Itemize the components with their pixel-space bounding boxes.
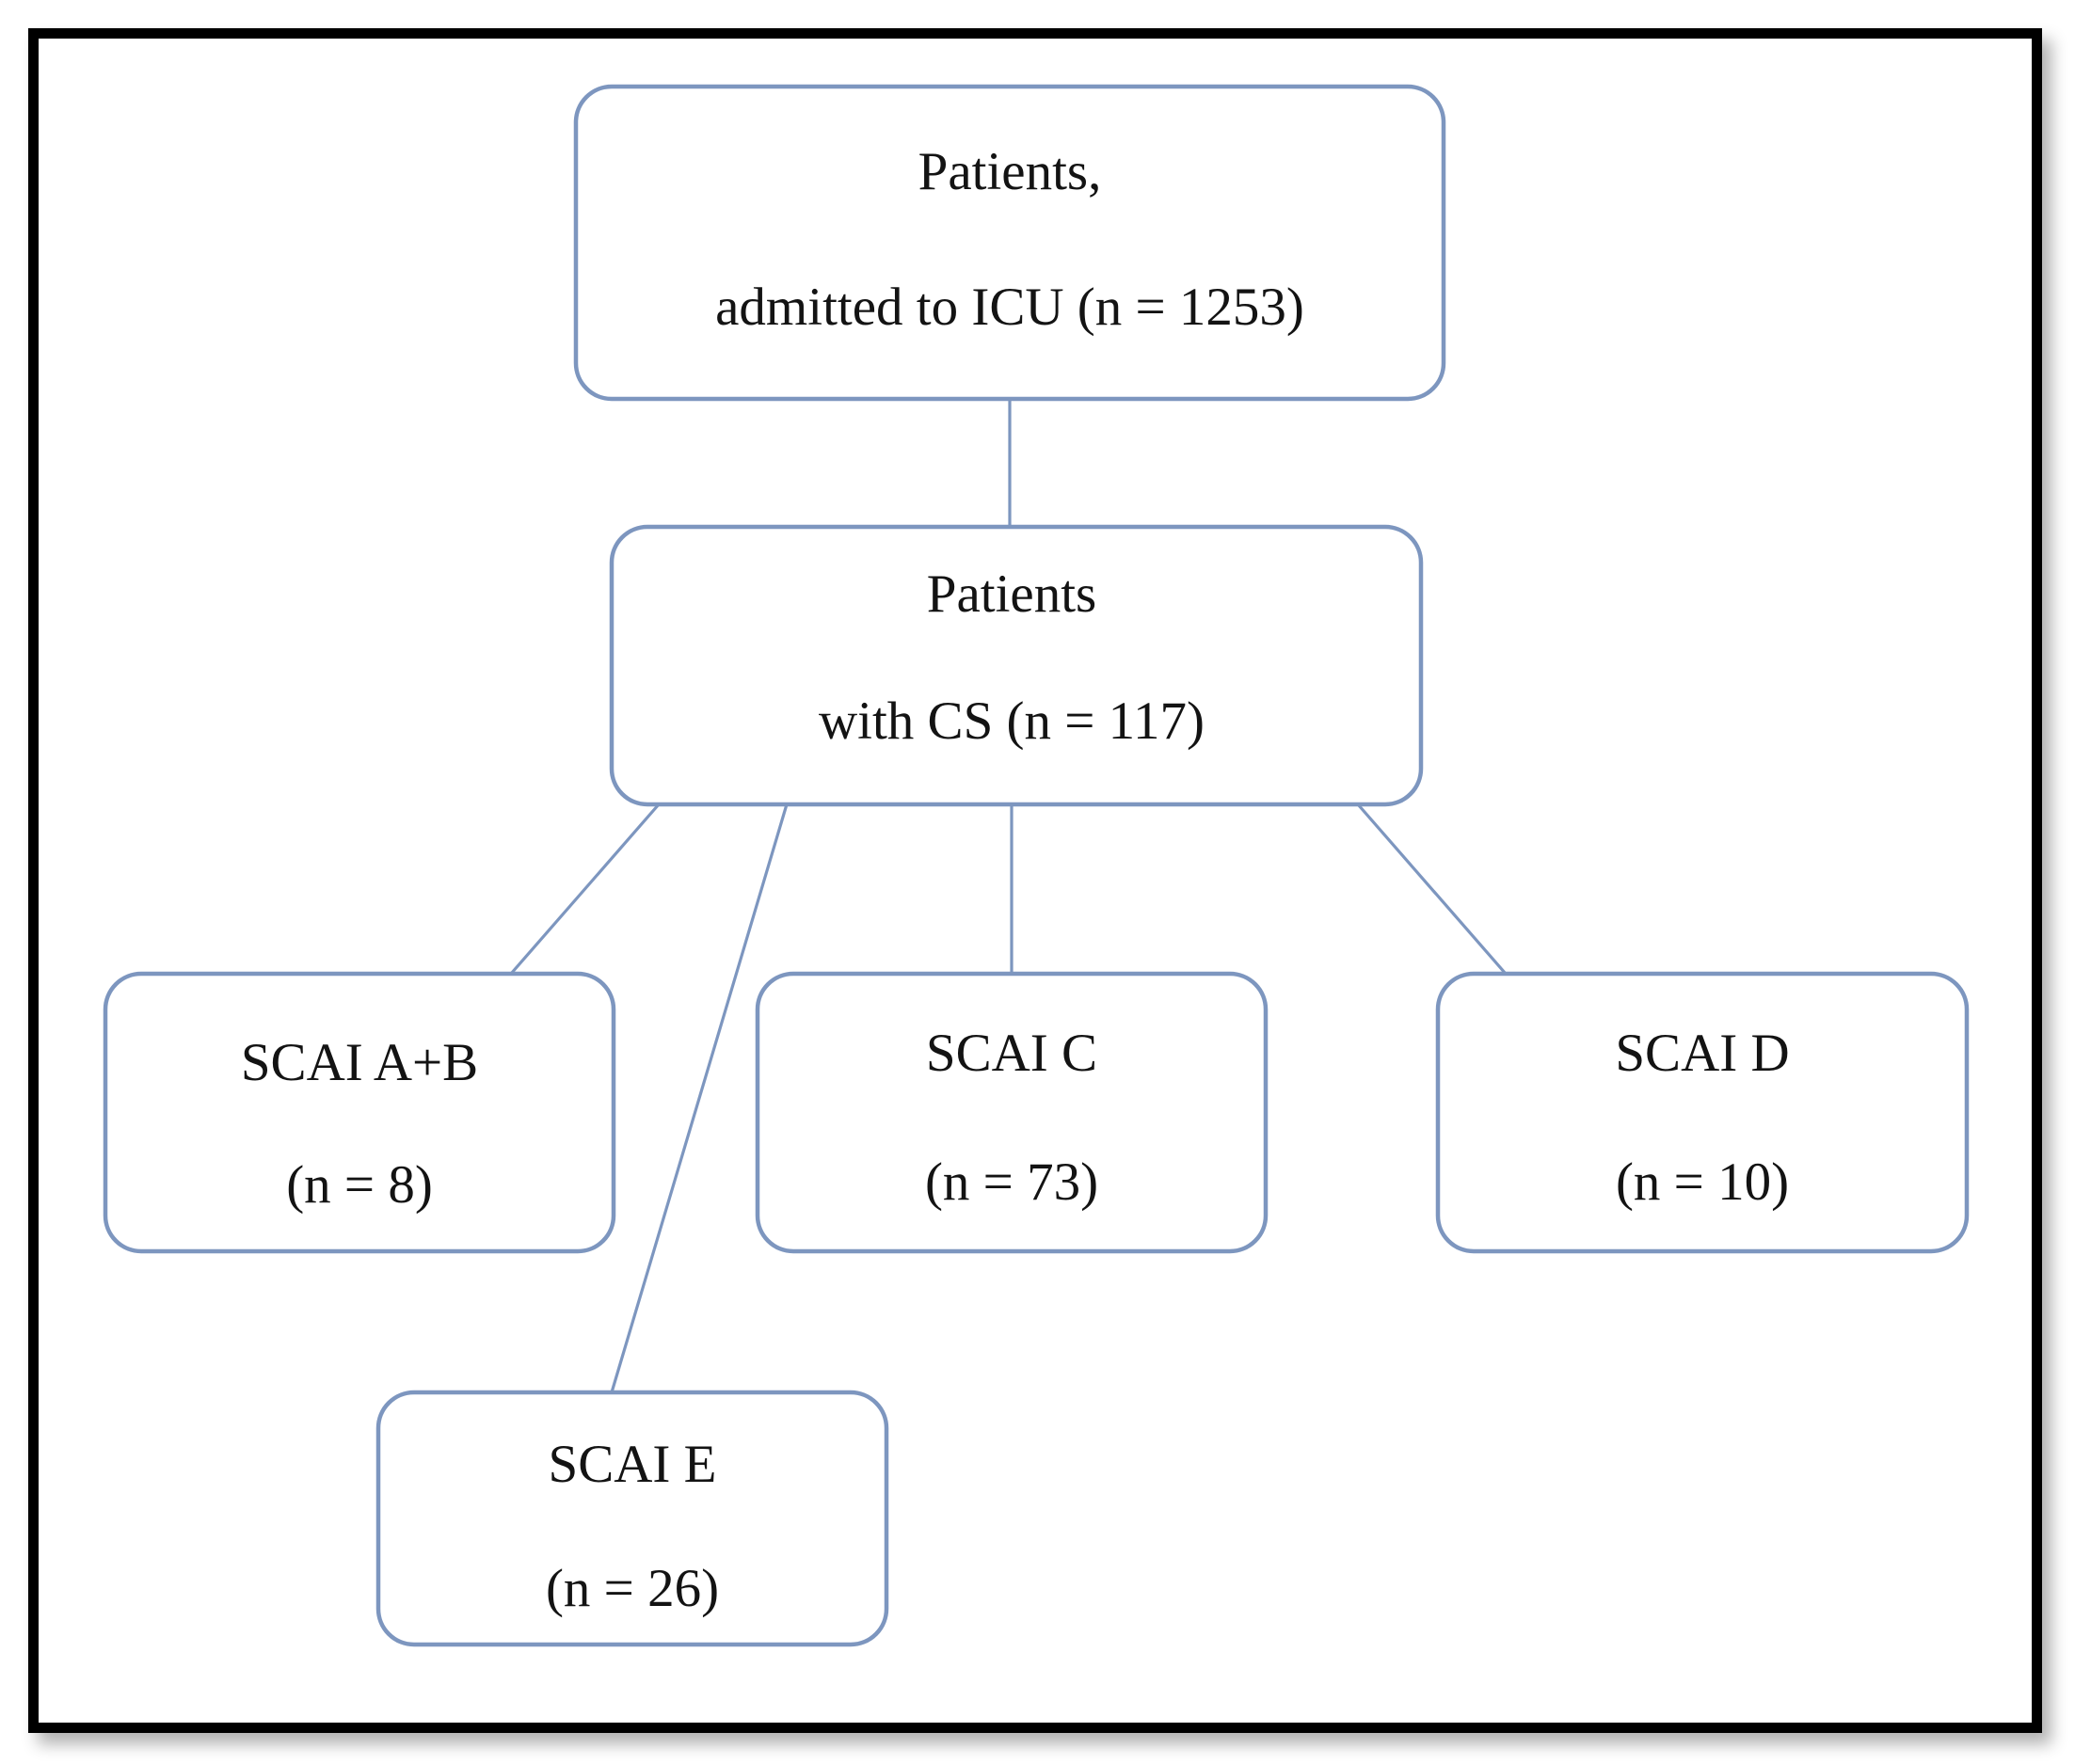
scai-d-box[interactable] — [1435, 971, 1970, 1254]
scai-d-node[interactable]: SCAI D (n = 10) — [1435, 971, 1970, 1254]
icu-admissions-label-line1: Patients, — [918, 142, 1102, 201]
cs-patients-label-line1: Patients — [927, 564, 1097, 624]
scai-c-node[interactable]: SCAI C (n = 73) — [755, 971, 1269, 1254]
cs-patients-box[interactable] — [609, 524, 1424, 807]
cs-patients-node[interactable]: Patients with CS (n = 117) — [609, 524, 1424, 807]
scai-c-label-line2: (n = 73) — [925, 1152, 1098, 1212]
icu-admissions-label-line2: admitted to ICU (n = 1253) — [715, 278, 1304, 337]
scai-c-box[interactable] — [755, 971, 1269, 1254]
icu-admissions-box[interactable] — [573, 84, 1446, 402]
connector-cs-to-scai-e — [610, 803, 789, 1393]
scai-ab-box[interactable] — [103, 971, 616, 1254]
scai-d-label-line2: (n = 10) — [1616, 1152, 1789, 1212]
scai-e-label-line1: SCAI E — [549, 1435, 717, 1494]
connector-group — [509, 399, 1508, 1393]
scai-c-label-line1: SCAI C — [926, 1024, 1097, 1083]
scai-e-label-line2: (n = 26) — [546, 1559, 719, 1618]
icu-admissions-node[interactable]: Patients, admitted to ICU (n = 1253) — [573, 84, 1446, 402]
scai-e-node[interactable]: SCAI E (n = 26) — [375, 1390, 889, 1647]
scai-d-label-line1: SCAI D — [1615, 1024, 1789, 1083]
cs-patients-label-line2: with CS (n = 117) — [819, 691, 1205, 751]
scai-ab-label-line1: SCAI A+B — [241, 1033, 478, 1092]
connector-cs-to-scai-ab — [509, 803, 661, 976]
scai-ab-label-line2: (n = 8) — [286, 1155, 433, 1215]
connector-cs-to-scai-d — [1356, 803, 1508, 976]
scai-ab-node[interactable]: SCAI A+B (n = 8) — [103, 971, 616, 1254]
scai-e-box[interactable] — [375, 1390, 889, 1647]
